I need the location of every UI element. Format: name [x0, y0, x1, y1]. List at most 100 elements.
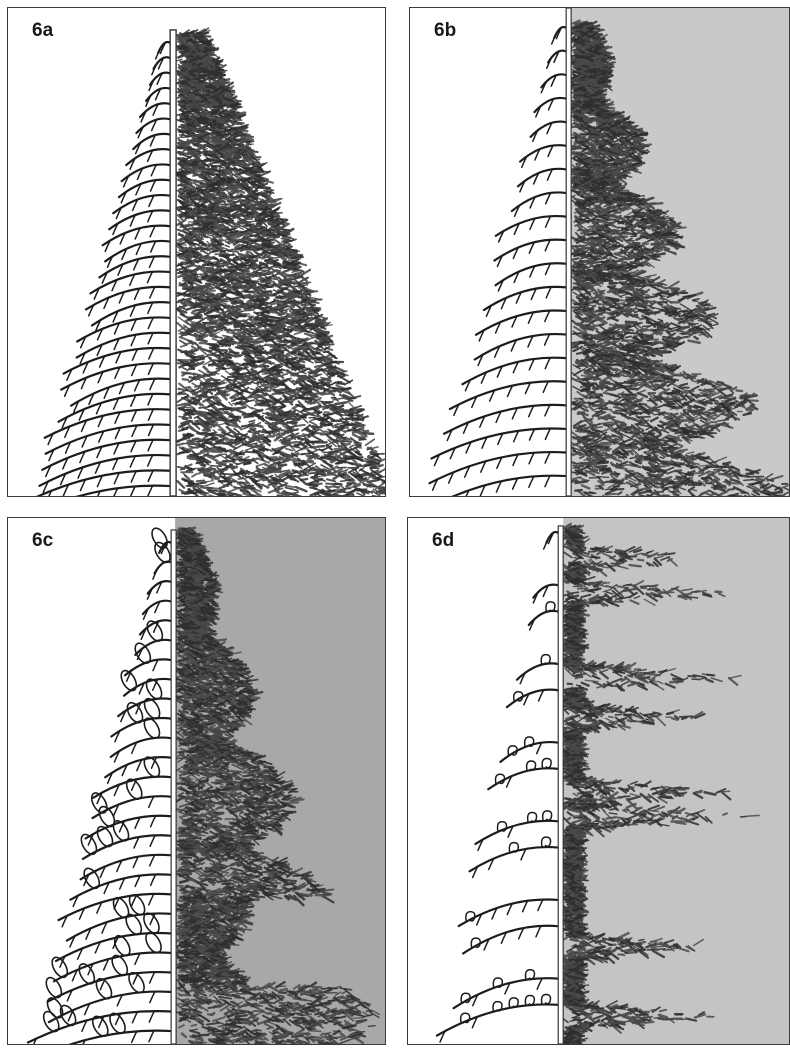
foliage-needle	[246, 326, 255, 327]
foliage-needle	[213, 103, 219, 104]
foliage-needle	[194, 181, 206, 182]
foliage-needle	[213, 419, 224, 420]
foliage-needle	[206, 171, 215, 172]
foliage-needle	[187, 330, 194, 331]
foliage-needle	[199, 36, 210, 37]
foliage-needle	[226, 236, 237, 237]
foliage-needle	[244, 463, 250, 464]
foliage-needle	[223, 299, 235, 300]
foliage-needle	[180, 242, 186, 243]
foliage-needle	[205, 113, 212, 114]
foliage-needle	[277, 495, 282, 496]
foliage-needle	[220, 207, 231, 208]
foliage-needle	[207, 469, 215, 470]
foliage-needle	[274, 482, 280, 483]
foliage-needle	[263, 479, 267, 480]
foliage-needle	[215, 254, 228, 255]
foliage-needle	[184, 397, 188, 398]
foliage-needle	[267, 249, 275, 250]
foliage-needle	[242, 341, 252, 342]
foliage-needle	[263, 251, 267, 253]
foliage-needle	[306, 401, 311, 402]
foliage-needle	[276, 390, 284, 391]
foliage-needle	[295, 273, 301, 274]
foliage-needle	[212, 60, 216, 61]
foliage-needle	[229, 352, 238, 353]
foliage-needle	[216, 324, 223, 325]
foliage-needle	[308, 441, 319, 442]
foliage-needle	[177, 444, 183, 446]
foliage-needle	[266, 319, 278, 321]
foliage-needle	[325, 486, 330, 487]
foliage-needle	[379, 488, 383, 489]
foliage-needle	[195, 208, 208, 209]
foliage-needle	[247, 252, 251, 253]
foliage-needle	[217, 413, 227, 414]
foliage-needle	[212, 74, 222, 75]
foliage-needle	[183, 418, 187, 419]
foliage-needle	[295, 445, 299, 446]
foliage-needle	[335, 490, 343, 491]
foliage-needle	[259, 302, 268, 303]
foliage-needle	[281, 301, 287, 302]
foliage-needle	[242, 425, 252, 426]
foliage-needle	[361, 474, 369, 475]
foliage-needle	[241, 139, 244, 141]
foliage-needle	[330, 492, 336, 493]
foliage-needle	[259, 270, 268, 271]
foliage-needle	[219, 198, 225, 199]
foliage-needle	[336, 390, 341, 391]
foliage-needle	[296, 397, 303, 398]
foliage-needle	[334, 495, 342, 496]
foliage-needle	[191, 134, 201, 135]
foliage-needle	[255, 400, 261, 401]
foliage-needle	[273, 393, 277, 394]
foliage-needle	[179, 175, 185, 176]
foliage-needle	[236, 310, 241, 311]
foliage-needle	[249, 438, 259, 439]
foliage-needle	[220, 167, 224, 168]
foliage-needle	[281, 229, 289, 230]
foliage-needle	[211, 315, 221, 316]
foliage-needle	[190, 237, 201, 238]
foliage-needle	[196, 92, 200, 93]
foliage-needle	[183, 35, 189, 36]
foliage-needle	[181, 37, 185, 38]
foliage-needle	[237, 164, 241, 165]
foliage-needle	[234, 408, 244, 409]
foliage-needle	[301, 479, 307, 480]
foliage-needle	[307, 484, 317, 485]
foliage-needle	[213, 346, 218, 347]
foliage-needle	[296, 368, 304, 369]
foliage-needle	[206, 188, 210, 190]
foliage-needle	[195, 485, 203, 486]
foliage-needle	[246, 224, 250, 225]
foliage-needle	[296, 365, 304, 366]
foliage-needle	[215, 296, 220, 298]
foliage-needle	[342, 388, 350, 390]
foliage-needle	[288, 314, 294, 315]
foliage-needle	[360, 436, 366, 437]
foliage-needle	[282, 288, 288, 289]
foliage-needle	[306, 456, 316, 457]
foliage-needle	[195, 74, 201, 75]
foliage-needle	[214, 184, 222, 185]
foliage-needle	[190, 413, 194, 414]
foliage-needle	[230, 420, 238, 421]
foliage-needle	[227, 440, 238, 442]
foliage-needle	[236, 393, 243, 394]
foliage-needle	[321, 434, 331, 435]
foliage-needle	[358, 447, 362, 448]
foliage-needle	[234, 257, 239, 259]
foliage-needle	[244, 416, 251, 417]
foliage-needle	[257, 300, 265, 301]
foliage-needle	[340, 489, 351, 490]
foliage-needle	[267, 201, 276, 202]
foliage-needle	[335, 402, 346, 404]
foliage-needle	[204, 383, 215, 384]
foliage-needle	[250, 201, 259, 202]
foliage-needle	[300, 347, 308, 348]
foliage-needle	[228, 251, 238, 252]
foliage-needle	[180, 74, 186, 75]
foliage-needle	[230, 266, 236, 267]
